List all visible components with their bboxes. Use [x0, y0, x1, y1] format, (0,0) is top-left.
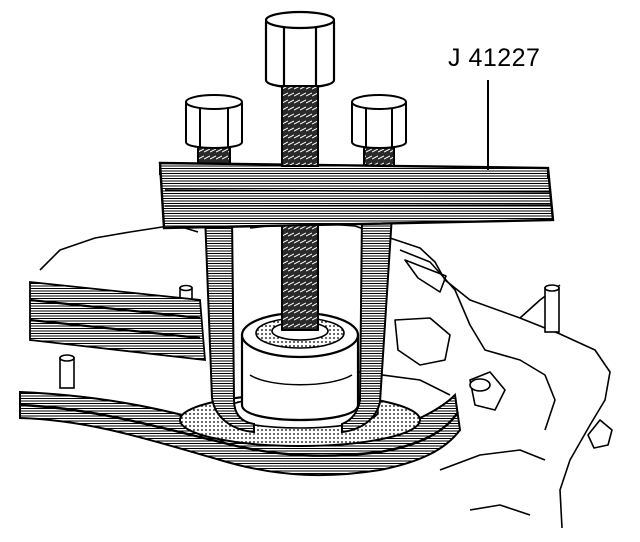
- forcing-screw-head: [264, 10, 336, 89]
- puller-crossbar: [158, 161, 555, 230]
- bearing: [240, 311, 360, 422]
- puller-jaws: [203, 214, 394, 434]
- tool-callout-label: J 41227: [448, 44, 541, 72]
- forcing-screw-front: [281, 85, 319, 167]
- drive-chain-upper: [29, 280, 206, 362]
